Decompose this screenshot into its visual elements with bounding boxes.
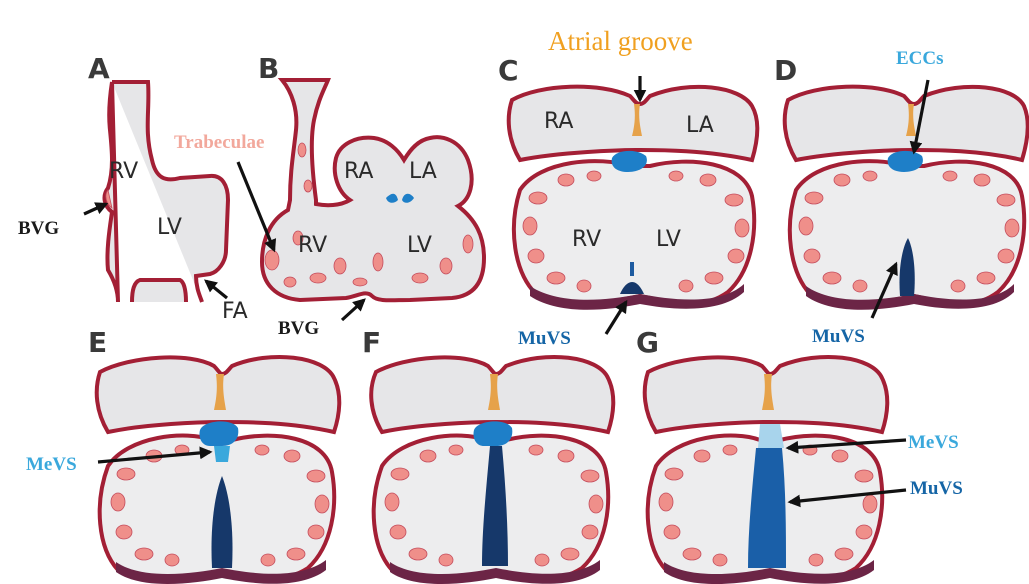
panel-b-label-lv: LV	[407, 233, 432, 258]
panel-c-label-la: LA	[686, 113, 714, 138]
panel-b-label-la: LA	[409, 159, 437, 184]
panel-d-label-eccs: ECCs	[896, 48, 944, 69]
panel-a-heart-tube	[105, 82, 228, 302]
panel-letter-b: B	[258, 52, 279, 85]
panel-c-label-rv: RV	[572, 227, 601, 252]
panel-c-muvs-sprout	[630, 262, 634, 276]
panel-b-trabeculae-arrow	[238, 162, 274, 250]
panel-letter-g: G	[636, 326, 659, 359]
panel-letter-a: A	[88, 52, 110, 85]
panel-a: A RV LV FA BVG	[18, 52, 248, 324]
panel-b-label-ra: RA	[344, 159, 373, 184]
panel-b-label-rv: RV	[298, 233, 327, 258]
panel-a-label-rv: RV	[109, 159, 138, 184]
panel-e: E MeVS	[26, 326, 339, 584]
panel-e-eccs	[199, 421, 238, 446]
panel-c-label-lv: LV	[656, 227, 681, 252]
panel-b-bvg-arrow	[342, 300, 364, 320]
panel-g-label-muvs: MuVS	[910, 478, 963, 499]
panel-letter-f: F	[362, 326, 381, 359]
panel-b-label-bvg: BVG	[278, 318, 319, 339]
panel-a-label-lv: LV	[157, 215, 182, 240]
panel-letter-c: C	[498, 54, 519, 87]
panel-d: D ECCs MuVS	[774, 48, 1028, 347]
panel-g: G MeVS MuVS	[636, 326, 963, 584]
panel-a-label-bvg: BVG	[18, 218, 59, 239]
panel-d-atria	[785, 87, 1028, 160]
panel-c: C RA LA RV LV Atrial groove	[498, 26, 757, 349]
panel-e-label-mevs: MeVS	[26, 454, 77, 475]
panel-c-label-ra: RA	[544, 109, 573, 134]
panel-c-label-muvs: MuVS	[518, 328, 571, 349]
panel-g-mevs	[758, 424, 784, 448]
panel-b-label-trabeculae: Trabeculae	[174, 132, 264, 153]
panel-letter-e: E	[88, 326, 107, 359]
panel-e-mevs	[214, 446, 230, 462]
panel-g-label-mevs: MeVS	[908, 432, 959, 453]
panel-a-label-fa: FA	[222, 299, 248, 324]
panel-f: F	[362, 326, 613, 584]
panel-letter-d: D	[774, 54, 797, 87]
panel-a-fa-pointer	[206, 281, 227, 298]
panel-f-eccs	[473, 421, 512, 446]
panel-c-label-atrial-groove: Atrial groove	[548, 26, 693, 56]
panel-d-label-muvs: MuVS	[812, 326, 865, 347]
panel-a-bvg-arrow	[84, 204, 106, 214]
